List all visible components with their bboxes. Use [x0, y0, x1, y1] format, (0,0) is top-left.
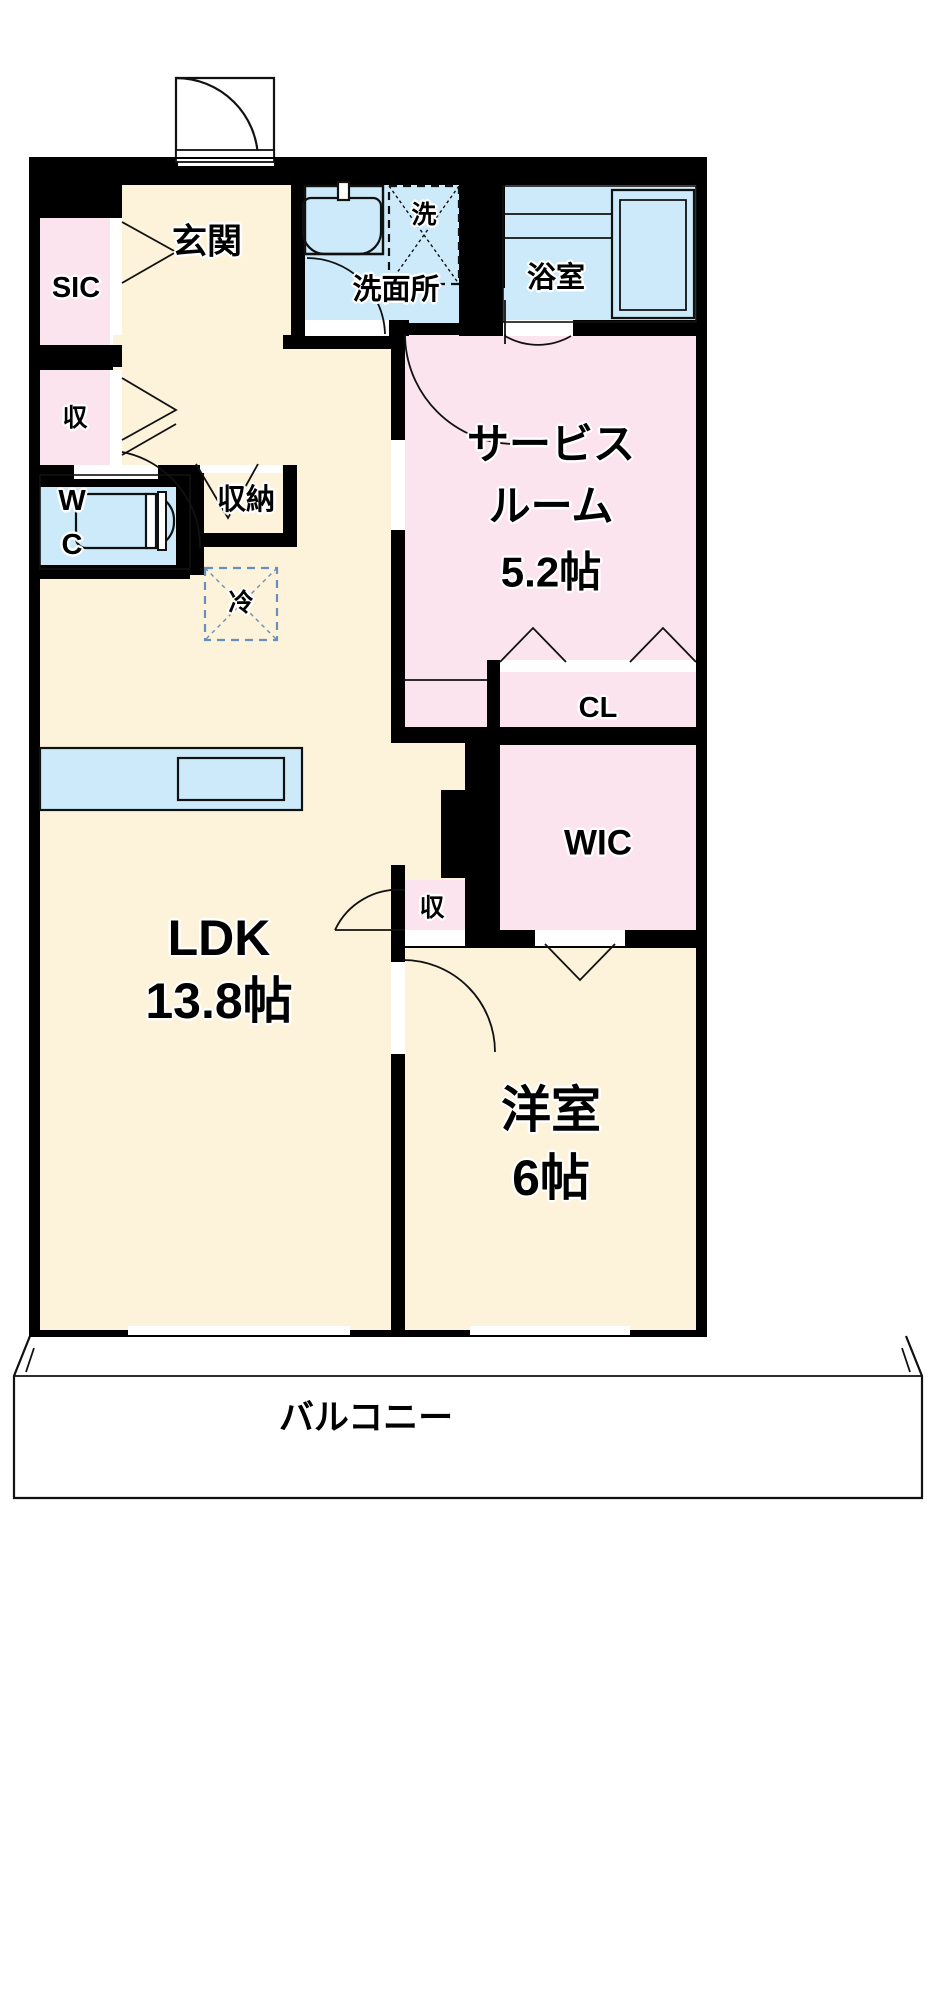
label-yoshitsu: 洋室 [501, 1082, 601, 1138]
label-wc-c: C [61, 528, 83, 561]
wall-shunou-left [190, 465, 204, 575]
service-cl-gap[interactable] [500, 660, 696, 672]
wall-service-left [391, 320, 405, 740]
label-sentaku: 洗 [411, 201, 437, 229]
wall-genkan-step [283, 335, 403, 349]
shuno-a-door-gap [110, 370, 122, 465]
entrance-door-gap[interactable] [178, 152, 274, 166]
ldk-window [128, 1326, 350, 1338]
label-cl: CL [578, 691, 618, 724]
wall-bath-bottom [459, 320, 706, 336]
wall-service-bottom [391, 727, 706, 743]
label-wc-w: W [58, 484, 86, 517]
label-wic: WIC [563, 823, 633, 863]
washroom-door-gap[interactable] [305, 320, 389, 336]
label-service-line1: サービス [466, 420, 636, 468]
corridor-upper-fill [113, 335, 403, 465]
label-shunou: 収納 [216, 483, 276, 516]
label-yoshitsu-area: 6帖 [512, 1150, 590, 1206]
label-sic: SIC [51, 271, 101, 304]
label-shuno-a: 収 [62, 404, 88, 432]
wall-wc-bottom [30, 565, 190, 579]
wall-shunou-right [283, 465, 297, 547]
sic-door-gap [110, 215, 122, 345]
label-genkan: 玄関 [171, 222, 243, 262]
entrance-door-swing [174, 76, 276, 163]
balcony-outline [12, 1335, 924, 1500]
bedroom-window [470, 1326, 630, 1338]
label-yokushitsu: 浴室 [526, 261, 586, 294]
label-ldk-area: 13.8帖 [145, 973, 293, 1029]
label-ldk: LDK [167, 910, 271, 966]
washer-alcove-fill [386, 185, 461, 285]
wall-hall-right [441, 790, 489, 878]
wic-door-gap[interactable] [535, 930, 625, 946]
wall-genkan-left [30, 158, 122, 218]
wall-washroom-left [291, 170, 305, 335]
label-service-area: 5.2帖 [500, 548, 602, 596]
bath-door-gap[interactable] [503, 320, 573, 336]
label-reizouko: 冷 [228, 589, 254, 617]
wall-sic-bottom [30, 345, 122, 367]
label-balcony: バルコニー [278, 1398, 454, 1438]
service-door-gap[interactable] [391, 440, 405, 530]
hall-door-gap-a[interactable] [200, 465, 282, 473]
wall-shuno-b-left [391, 865, 405, 940]
bedroom-door-gap[interactable] [391, 962, 405, 1054]
wall-bath-left [459, 170, 475, 335]
wc-door-gap[interactable] [74, 465, 158, 479]
label-service-line2: ルーム [488, 482, 614, 530]
room-yoshitsu-fill [403, 948, 696, 1330]
room-yokushitsu-fill [503, 185, 696, 323]
label-shuno-b: 収 [419, 894, 445, 922]
shuno-b-door-gap[interactable] [405, 930, 465, 946]
label-senmenjo: 洗面所 [352, 273, 440, 306]
wall-cl-left [487, 660, 500, 743]
wall-shunou-bottom [190, 533, 296, 547]
